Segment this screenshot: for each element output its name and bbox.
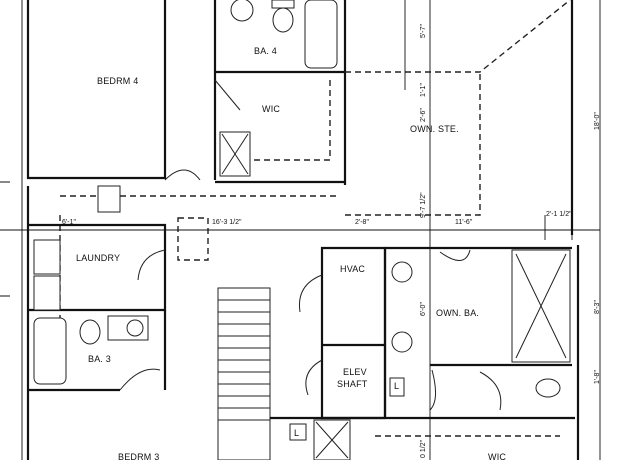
wic-shelf-dash bbox=[235, 80, 331, 161]
dim-6-0: 6'-0" bbox=[420, 302, 427, 316]
dim-18-0: 18'-0" bbox=[594, 112, 601, 130]
linen-mark-b: L bbox=[294, 428, 300, 438]
label-bedrm3: BEDRM 3 bbox=[118, 452, 160, 460]
ba4-toilet bbox=[272, 7, 294, 33]
ba4-toilet-tank bbox=[271, 0, 295, 9]
ba3-tub bbox=[33, 317, 67, 385]
laundry-door-swing bbox=[137, 249, 166, 281]
label-own-ba: OWN. BA. bbox=[436, 308, 480, 318]
washer bbox=[33, 239, 61, 275]
dim-2-8: 2'-8" bbox=[355, 219, 369, 226]
own-ba-toilet bbox=[535, 378, 561, 398]
label-shaft: SHAFT bbox=[337, 379, 368, 389]
own-ba-door-swing bbox=[439, 249, 471, 261]
label-ba3: BA. 3 bbox=[88, 354, 112, 364]
dim-2-6: 2'-6" bbox=[420, 108, 427, 122]
label-ba4: BA. 4 bbox=[254, 46, 278, 56]
ba3-toilet bbox=[79, 319, 101, 345]
linen-box-2 bbox=[289, 423, 307, 441]
hvac-door-swing bbox=[298, 274, 323, 313]
label-own-ste: OWN. STE. bbox=[410, 124, 459, 134]
linen-mark-a: L bbox=[394, 381, 400, 391]
hall-door-swing bbox=[164, 169, 201, 181]
tub-cross bbox=[515, 253, 567, 359]
ba3-walls bbox=[28, 310, 167, 392]
dim-2-1: 2'-1 1/2" bbox=[546, 211, 572, 218]
wic-door-swing bbox=[214, 79, 241, 111]
dim-left-ticks bbox=[0, 181, 10, 297]
own-ba-walls bbox=[383, 246, 572, 418]
dim-ticks-2-1 bbox=[544, 215, 573, 240]
dryer bbox=[33, 275, 61, 311]
linen-box bbox=[389, 377, 405, 397]
ba4-tub bbox=[304, 0, 338, 69]
ba3-sink bbox=[126, 319, 144, 337]
dim-1-8: 1'-8" bbox=[594, 370, 601, 384]
bedrm4-walls bbox=[26, 0, 167, 180]
label-bedrm4: BEDRM 4 bbox=[97, 76, 139, 86]
own-ba-sink-b bbox=[391, 331, 413, 353]
ba3-door-swing bbox=[119, 368, 161, 391]
dim-5-7: 5'-7" bbox=[420, 24, 427, 38]
attic-access bbox=[177, 217, 209, 261]
own-ba-lower-swings bbox=[429, 369, 502, 411]
ceiling-dash-top bbox=[345, 0, 571, 73]
dim-16-3: 16'-3 1/2" bbox=[212, 219, 242, 226]
elev-door-swing bbox=[305, 359, 323, 396]
label-hvac: HVAC bbox=[340, 264, 366, 274]
dim-6-1: 6'-1" bbox=[62, 219, 76, 226]
lower-shower-cross bbox=[315, 421, 349, 459]
dim-8-3: 8'-3" bbox=[594, 300, 601, 314]
label-elev: ELEV bbox=[343, 367, 367, 377]
stair-outline bbox=[217, 287, 271, 460]
dim-11-6: 11'-6" bbox=[455, 219, 473, 226]
stair-treads bbox=[218, 299, 270, 421]
dim-9-7: 9'-7 1/2" bbox=[420, 192, 427, 218]
label-wic-top: WIC bbox=[262, 104, 281, 114]
laundry-walls bbox=[28, 223, 167, 312]
own-ba-sink-a bbox=[391, 261, 413, 283]
shower-cross bbox=[221, 133, 249, 175]
dim-1-1: 1'-1" bbox=[420, 83, 427, 97]
dim-0-1: 0 1/2" bbox=[420, 439, 427, 458]
laundry-sink bbox=[97, 185, 121, 213]
ceiling-dash-mid bbox=[345, 72, 481, 216]
label-wic-bottom: WIC bbox=[488, 452, 507, 460]
ba4-sink bbox=[230, 0, 254, 22]
label-laundry: LAUNDRY bbox=[76, 253, 121, 263]
